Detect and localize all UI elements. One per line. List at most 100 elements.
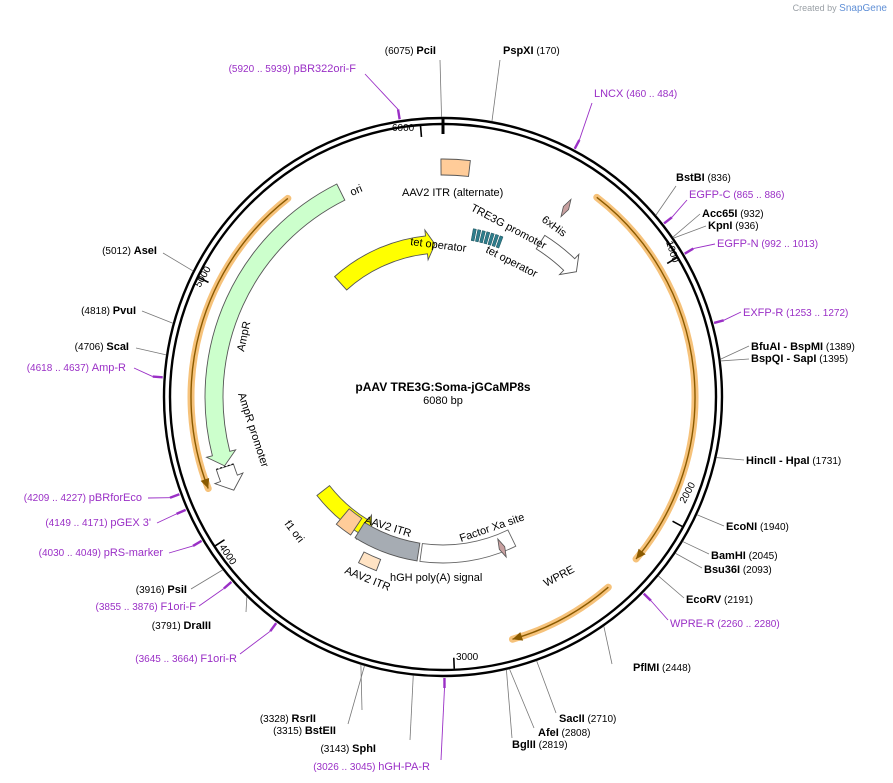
site-label[interactable]: HincII - HpaI (1731) [746,455,841,467]
site-label[interactable]: AfeI (2808) [538,727,590,739]
primer-position: (4618 .. 4637) [27,363,92,374]
primer-name: Amp-R [92,362,126,374]
primer-marker[interactable] [152,375,163,379]
site-label[interactable]: (3791) DraIII [152,620,211,632]
feature-label-tet-op-2[interactable]: tet operator [484,244,540,280]
primer-label[interactable]: (5920 .. 5939) pBR322ori-F [229,63,357,75]
site-label[interactable]: (4818) PvuI [81,305,136,317]
site-position: (3916) [136,585,168,596]
site-label[interactable]: Acc65I (932) [702,208,764,220]
aav2-itr-bottom-box[interactable] [335,508,363,536]
primer-marker[interactable] [169,493,180,499]
primer-label[interactable]: (4209 .. 4227) pBRforEco [24,492,142,504]
feature-label-f1-ori[interactable]: f1 ori [282,518,307,545]
primer-marker[interactable] [684,247,694,255]
primer-marker[interactable] [642,592,652,602]
primer-name: EGFP-N [717,238,759,250]
feature-label-wpre[interactable]: WPRE [542,564,577,590]
feature-label-ori[interactable]: ori [348,183,364,199]
tet-operator-block[interactable] [491,234,499,247]
ampr-arrow[interactable] [204,183,346,467]
feature-label-his[interactable]: 6xHis [539,214,569,240]
ori-arrow[interactable] [333,228,436,291]
orf-line [596,196,696,560]
tet-operator-block[interactable] [475,229,482,243]
wpre-box[interactable] [419,529,517,564]
site-position: (2808) [559,728,591,739]
feature-label-ampr-promoter[interactable]: AmpR promoter [235,391,271,469]
primer-marker[interactable] [396,109,401,120]
tet-operator-block[interactable] [483,231,491,245]
site-label[interactable]: PflMI (2448) [633,662,691,674]
primer-marker[interactable] [573,139,581,150]
site-label[interactable]: KpnI (936) [708,220,759,232]
primer-marker[interactable] [713,319,725,325]
site-label[interactable]: PspXI (170) [503,45,560,57]
aav2-itr-inner-box[interactable] [357,551,382,572]
his-tag-marker[interactable] [558,198,573,218]
feature-label-hgh[interactable]: hGH poly(A) signal [390,572,482,584]
site-label[interactable]: (3143) SphI [320,743,376,755]
primer-marker[interactable] [192,539,203,547]
site-label[interactable]: (5012) AseI [102,245,157,257]
tet-operator-block[interactable] [479,230,486,244]
primer-label[interactable]: (4030 .. 4049) pRS-marker [39,547,164,559]
site-label[interactable]: SacII (2710) [559,713,616,725]
primer-label[interactable]: LNCX (460 .. 484) [594,88,677,100]
site-label[interactable]: (6075) PciI [385,45,436,57]
primer-label[interactable]: (3645 .. 3664) F1ori-R [135,653,237,665]
primer-marker[interactable] [223,581,233,590]
primer-label[interactable]: (4618 .. 4637) Amp-R [27,362,126,374]
tet-operator-block[interactable] [495,235,504,249]
tre3g-promoter-arrow[interactable] [535,234,580,276]
feature-label-aav2-itr-2[interactable]: AAV2 ITR [343,565,392,594]
site-label[interactable]: BspQI - SapI (1395) [751,353,848,365]
site-label[interactable]: BfuAI - BspMI (1389) [751,341,855,353]
tet-operator-block[interactable] [470,228,477,242]
primer-name: pBRforEco [89,492,142,504]
feature-label-tre3g[interactable]: TRE3G promoter [469,202,549,252]
site-name: EcoNI [726,521,757,533]
site-leader-line [505,669,513,739]
site-label[interactable]: (3315) BstEII [273,725,336,737]
tet-operator-block[interactable] [487,232,495,246]
factor-xa-marker[interactable] [495,537,509,559]
site-label[interactable]: (4706) ScaI [75,341,129,353]
primer-label[interactable]: (4149 .. 4171) pGEX 3' [45,517,151,529]
primer-marker[interactable] [663,216,673,225]
primer-marker[interactable] [269,622,278,632]
site-label[interactable]: (3916) PsiI [136,584,187,596]
hgh-polya-box[interactable] [354,521,421,562]
site-name: BstBI [676,172,705,184]
primer-label[interactable]: (3855 .. 3876) F1ori-F [96,601,197,613]
primer-label[interactable]: EGFP-N (992 .. 1013) [717,238,818,250]
site-label[interactable]: EcoNI (1940) [726,521,789,533]
primer-label[interactable]: EXFP-R (1253 .. 1272) [743,307,848,319]
site-label[interactable]: (3328) RsrII [260,713,316,725]
site-name: RsrII [292,713,316,725]
aav2-itr-alt-box[interactable] [440,158,471,177]
site-label[interactable]: Bsu36I (2093) [704,564,772,576]
feature-label-aav2-itr-alt[interactable]: AAV2 ITR (alternate) [402,187,503,199]
orf-ampr-region[interactable] [187,194,292,493]
site-label[interactable]: BglII (2819) [512,739,568,751]
ampr-promoter-arrow[interactable] [213,463,244,491]
site-position: (6075) [385,46,417,57]
orf-wpre-region[interactable] [508,583,612,643]
site-leader-line [141,310,174,324]
site-label[interactable]: BstBI (836) [676,172,731,184]
site-label[interactable]: EcoRV (2191) [686,594,753,606]
primer-name: LNCX [594,88,624,100]
orf-soma-jgcamp8s[interactable] [593,193,699,563]
primer-label[interactable]: EGFP-C (865 .. 886) [689,189,784,201]
primer-marker[interactable] [176,508,187,515]
feature-label-ampr[interactable]: AmpR [235,320,253,352]
primer-leader-line [133,367,153,377]
primer-label[interactable]: WPRE-R (2260 .. 2280) [670,618,780,630]
site-name: PspXI [503,45,534,57]
f1-ori-arrow[interactable] [316,485,373,541]
orf-arrowhead [200,477,210,489]
site-label[interactable]: BamHI (2045) [711,550,778,562]
primer-label[interactable]: (3026 .. 3045) hGH-PA-R [313,761,430,773]
